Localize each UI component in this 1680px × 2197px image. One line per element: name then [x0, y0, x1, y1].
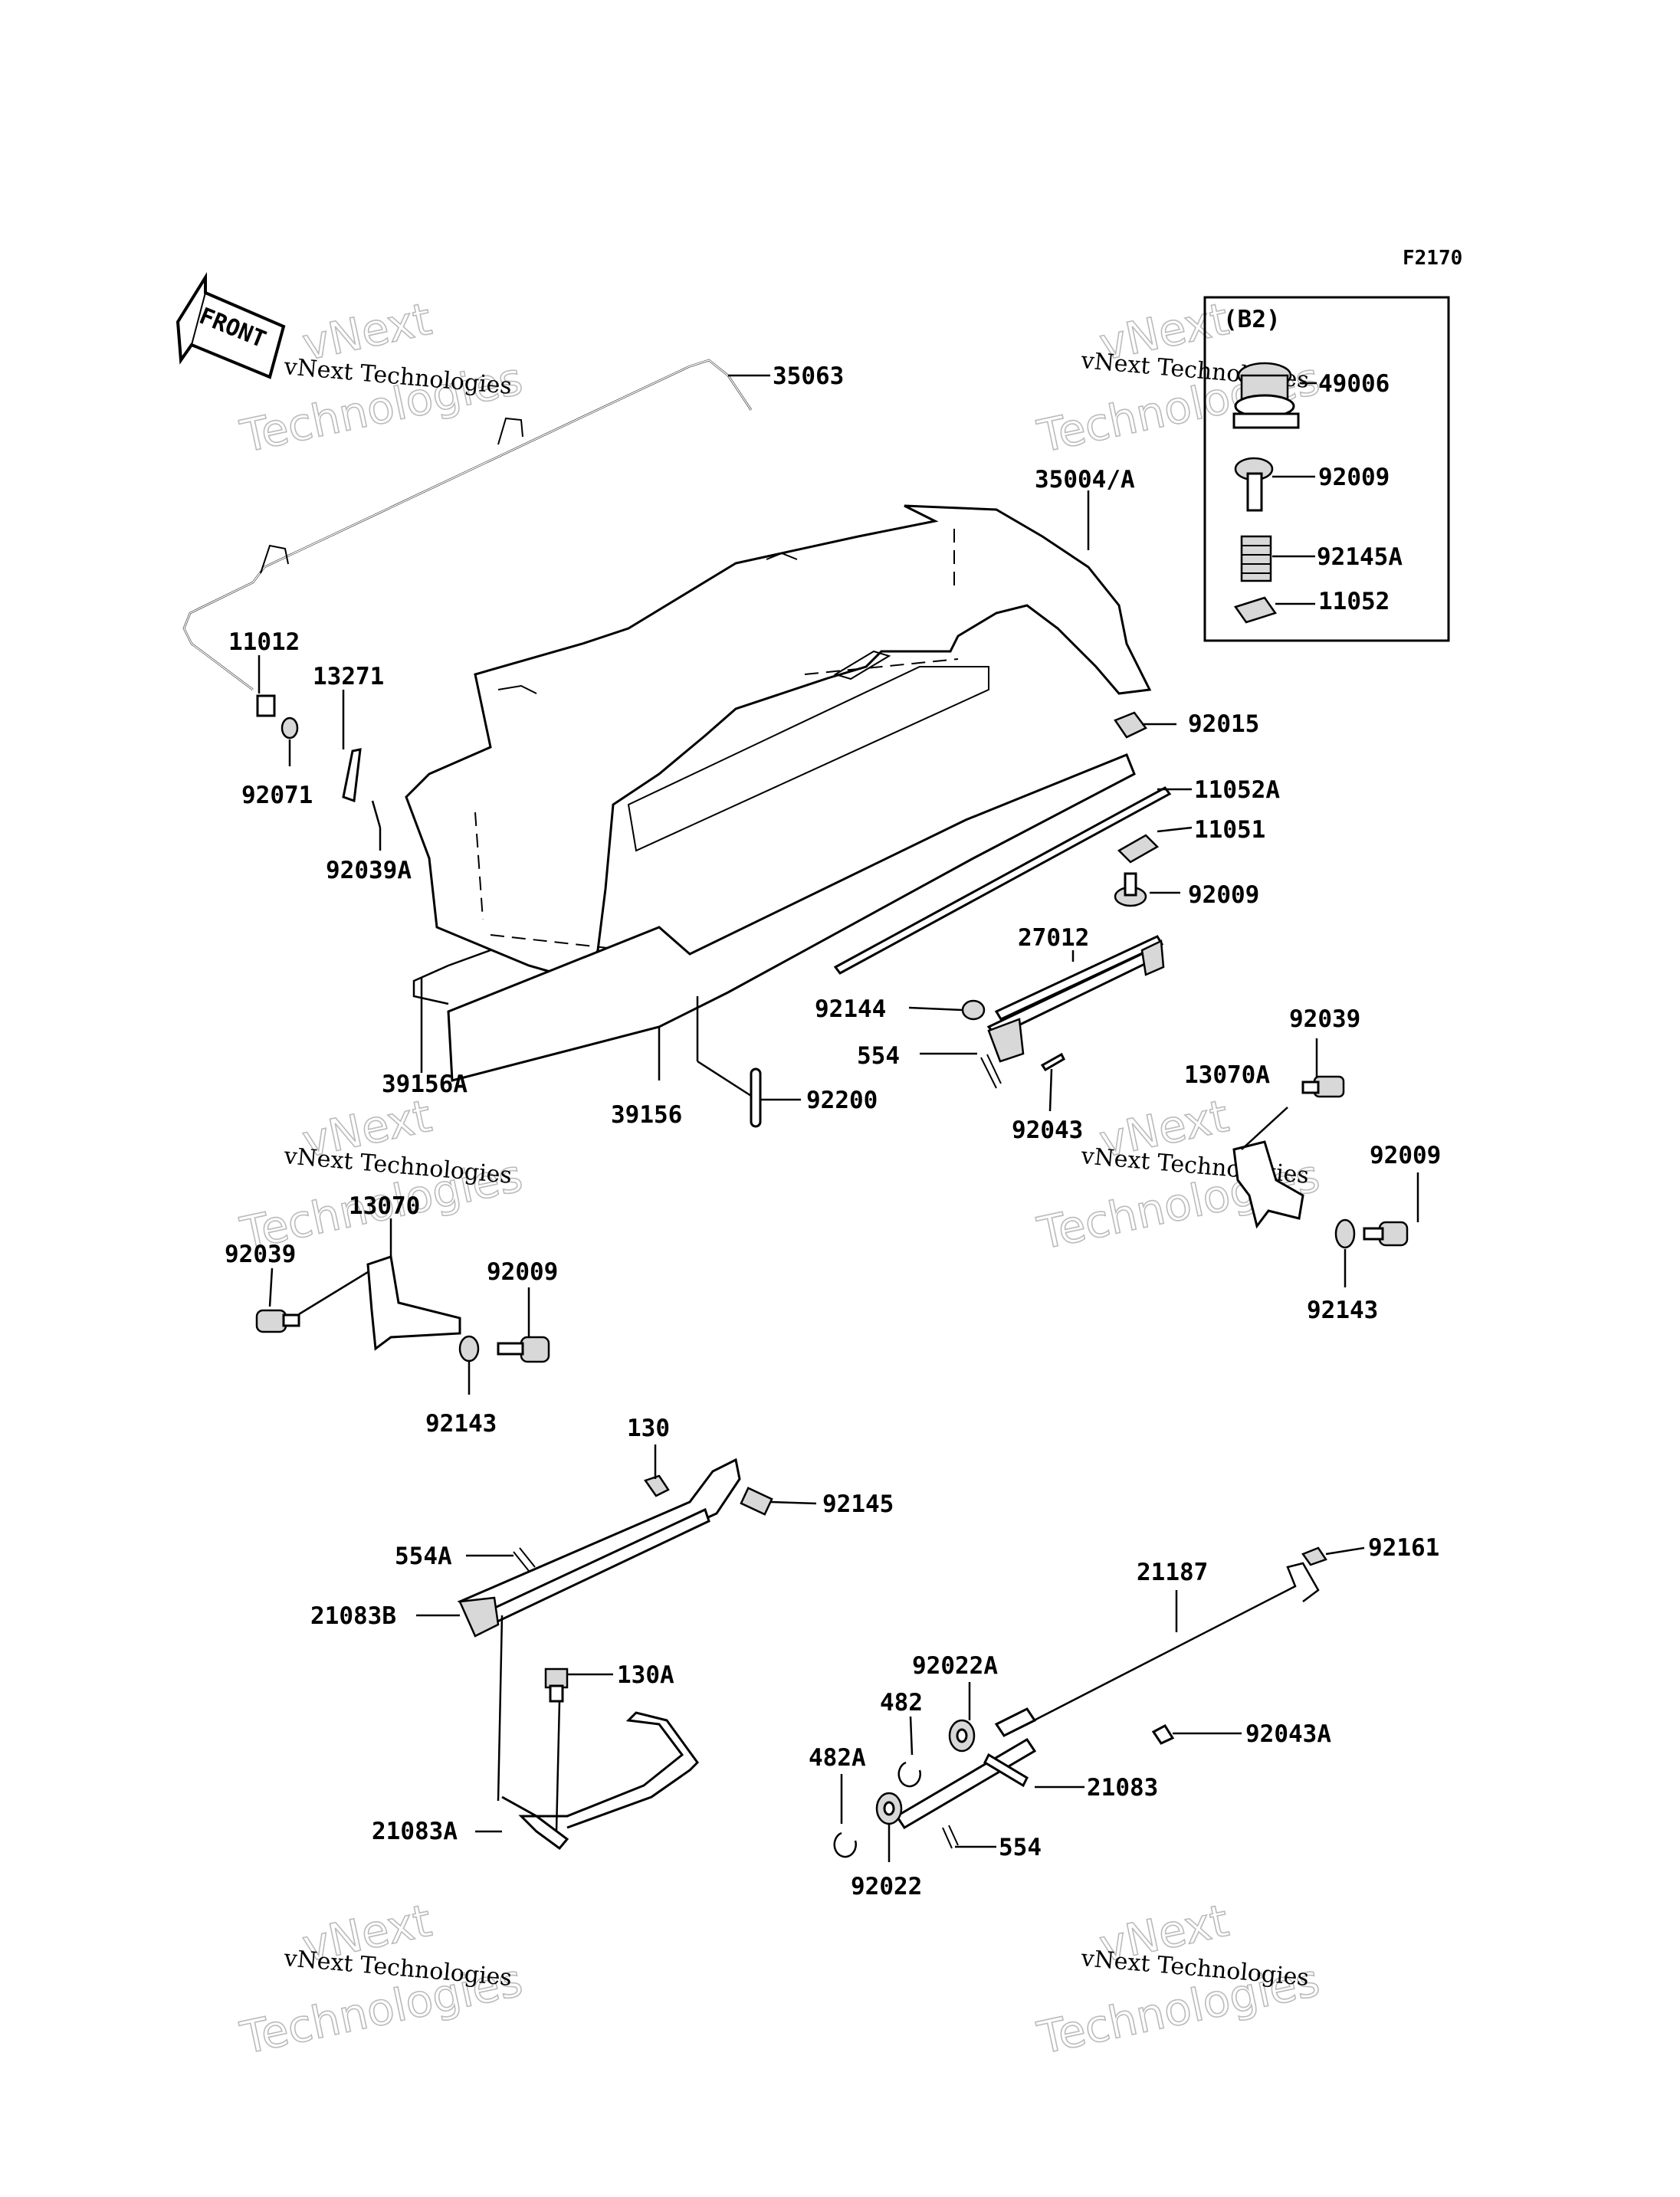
label-92009-right: 92009 — [1370, 1142, 1441, 1169]
label-92145A: 92145A — [1317, 543, 1403, 571]
bolt-130A — [544, 1667, 569, 1703]
label-39156A: 39156A — [382, 1071, 468, 1098]
front-arrow-icon: FRONT — [176, 271, 286, 379]
pin-92043A — [1151, 1724, 1175, 1745]
knob-92144 — [961, 999, 986, 1021]
mat-39156 — [447, 753, 1136, 1082]
part-labels: 35063 35004/A 49006 92009 92145A 11052 1… — [225, 362, 1441, 1900]
label-92009-inset: 92009 — [1318, 464, 1390, 491]
watermark-mid-left: vNext Technologies vNext Technologies — [235, 1089, 527, 1261]
clip-11052 — [1233, 596, 1278, 624]
label-554-b: 554 — [999, 1834, 1042, 1861]
watermark-bottom-right: vNext Technologies vNext Technologies — [1032, 1894, 1324, 2065]
label-92039-left: 92039 — [225, 1241, 296, 1268]
damper-49006 — [1232, 362, 1300, 429]
label-92015: 92015 — [1188, 710, 1259, 738]
bracket-21083A — [497, 1615, 699, 1851]
label-11052: 11052 — [1318, 588, 1390, 615]
cotter-554-b — [942, 1825, 959, 1849]
label-11052A: 11052A — [1194, 776, 1280, 804]
cover-35004A — [405, 504, 1152, 982]
rod-35063 — [182, 359, 753, 690]
cotter-554-a — [980, 1054, 1002, 1089]
rod-27012 — [986, 935, 1165, 1063]
label-92043: 92043 — [1012, 1117, 1083, 1144]
label-11012: 11012 — [228, 628, 300, 656]
label-92200: 92200 — [806, 1087, 878, 1114]
watermark-top-left: vNext Technologies vNext Technologies — [235, 292, 527, 464]
label-554-a: 554 — [857, 1042, 900, 1070]
label-92009-left: 92009 — [487, 1258, 558, 1286]
strip-11052A — [833, 786, 1172, 975]
trim-39156A — [412, 949, 491, 1005]
label-130: 130 — [627, 1415, 670, 1442]
lever-21083 — [894, 1707, 1037, 1830]
label-13070: 13070 — [349, 1192, 420, 1220]
label-35004A: 35004/A — [1035, 466, 1135, 494]
bolt-92009-right — [1363, 1221, 1409, 1247]
label-35063: 35063 — [773, 362, 844, 390]
label-27012: 27012 — [1018, 924, 1089, 952]
label-92022A: 92022A — [912, 1652, 998, 1680]
leader-lines — [258, 374, 1419, 1862]
label-482A: 482A — [809, 1744, 866, 1772]
cap-11012 — [256, 694, 276, 717]
bolt-92039-right — [1301, 1075, 1345, 1098]
bolt-92009-a — [1114, 872, 1147, 907]
label-21083A: 21083A — [372, 1818, 458, 1845]
rod-21187 — [1011, 1562, 1320, 1733]
label-92144: 92144 — [815, 995, 886, 1023]
label-554A: 554A — [395, 1543, 452, 1570]
snap-ring-482 — [897, 1761, 921, 1788]
bracket-13070 — [366, 1255, 461, 1351]
label-92071: 92071 — [241, 782, 313, 809]
label-92143-right: 92143 — [1307, 1297, 1378, 1324]
pin-92043 — [1040, 1052, 1065, 1072]
label-21083: 21083 — [1087, 1774, 1158, 1802]
label-49006: 49006 — [1318, 370, 1390, 398]
washer-92022A-hole — [956, 1728, 968, 1743]
watermark-bottom-left: vNext Technologies vNext Technologies — [235, 1894, 527, 2065]
label-92022: 92022 — [851, 1873, 922, 1900]
label-92161: 92161 — [1368, 1534, 1439, 1562]
label-130A: 130A — [617, 1661, 674, 1689]
bracket-13070A — [1232, 1140, 1304, 1229]
washer-92071 — [281, 716, 299, 739]
snap-ring-482A — [833, 1831, 857, 1858]
spring-92145 — [740, 1487, 773, 1516]
bolt-92039-left — [255, 1309, 300, 1333]
lever-21083B — [457, 1458, 741, 1638]
bolt-130 — [644, 1474, 670, 1497]
clip-92015 — [1114, 711, 1147, 739]
clip-11051 — [1117, 834, 1160, 864]
label-13070A: 13070A — [1184, 1061, 1270, 1089]
label-11051: 11051 — [1194, 816, 1265, 844]
label-13271: 13271 — [313, 663, 384, 690]
pin-92200 — [750, 1067, 762, 1128]
label-21083B: 21083B — [310, 1602, 396, 1630]
spring-92145A — [1240, 535, 1272, 582]
inset-b2: (B2) — [1203, 296, 1450, 642]
bolt-92009-left — [497, 1336, 550, 1363]
washer-92143-right — [1334, 1218, 1356, 1249]
inset-label: (B2) — [1223, 306, 1281, 333]
label-92039A: 92039A — [326, 857, 412, 884]
label-92143-left: 92143 — [425, 1410, 497, 1438]
clip-92161 — [1301, 1546, 1327, 1566]
washer-92143-left — [458, 1335, 480, 1362]
label-39156: 39156 — [611, 1101, 682, 1129]
label-21187: 21187 — [1137, 1559, 1208, 1586]
label-92009-a: 92009 — [1188, 881, 1259, 909]
label-482: 482 — [880, 1689, 923, 1717]
figure-code: F2170 — [1403, 247, 1462, 270]
cotter-554A — [513, 1547, 536, 1572]
bolt-92009-inset — [1234, 457, 1274, 512]
label-92145: 92145 — [822, 1490, 894, 1518]
label-92039-right: 92039 — [1289, 1005, 1360, 1033]
label-92043A: 92043A — [1245, 1720, 1331, 1748]
bracket-13271 — [342, 748, 362, 803]
washer-92022-hole — [883, 1801, 895, 1816]
